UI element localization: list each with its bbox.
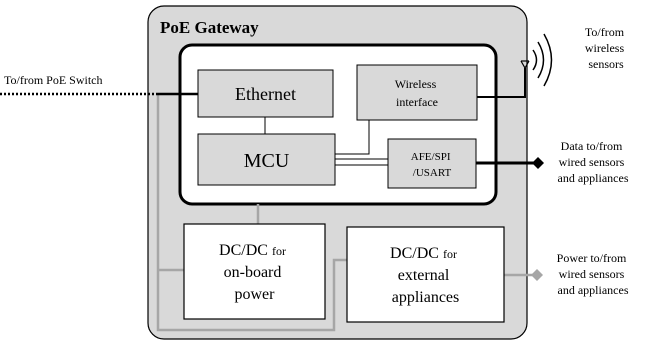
afe-spi-usart-block (387, 138, 477, 189)
wireless-interface-block (356, 64, 478, 121)
data-diamond-icon (532, 157, 544, 169)
dcdc-onboard-block (183, 223, 326, 320)
mcu-block (197, 133, 336, 186)
afe-spi-usart-label: AFE/SPI /USART (411, 151, 454, 179)
power-lines (156, 94, 535, 332)
dcdc-onboard-label: DC/DC for on-board power (219, 242, 290, 303)
gateway-title: PoE Gateway (160, 18, 259, 37)
data-wired-label: Data to/from wired sensors and appliance… (558, 139, 629, 185)
mcu-label: MCU (244, 150, 290, 172)
dcdc-external-label: DC/DC for external appliances (390, 245, 461, 306)
dcdc-external-block (346, 226, 505, 323)
wireless-sensors-label: To/from wireless sensors (585, 25, 627, 71)
power-diamond-icon (531, 269, 543, 281)
ethernet-label: Ethernet (235, 84, 296, 104)
antenna-icon (520, 60, 530, 70)
poe-switch-label: To/from PoE Switch (4, 73, 103, 87)
wireless-waves-icon (532, 33, 553, 87)
wireless-interface-label: Wireless interface (395, 77, 440, 109)
data-lines (0, 68, 538, 166)
ethernet-block (197, 69, 334, 118)
power-wired-label: Power to/from wired sensors and applianc… (557, 251, 630, 297)
